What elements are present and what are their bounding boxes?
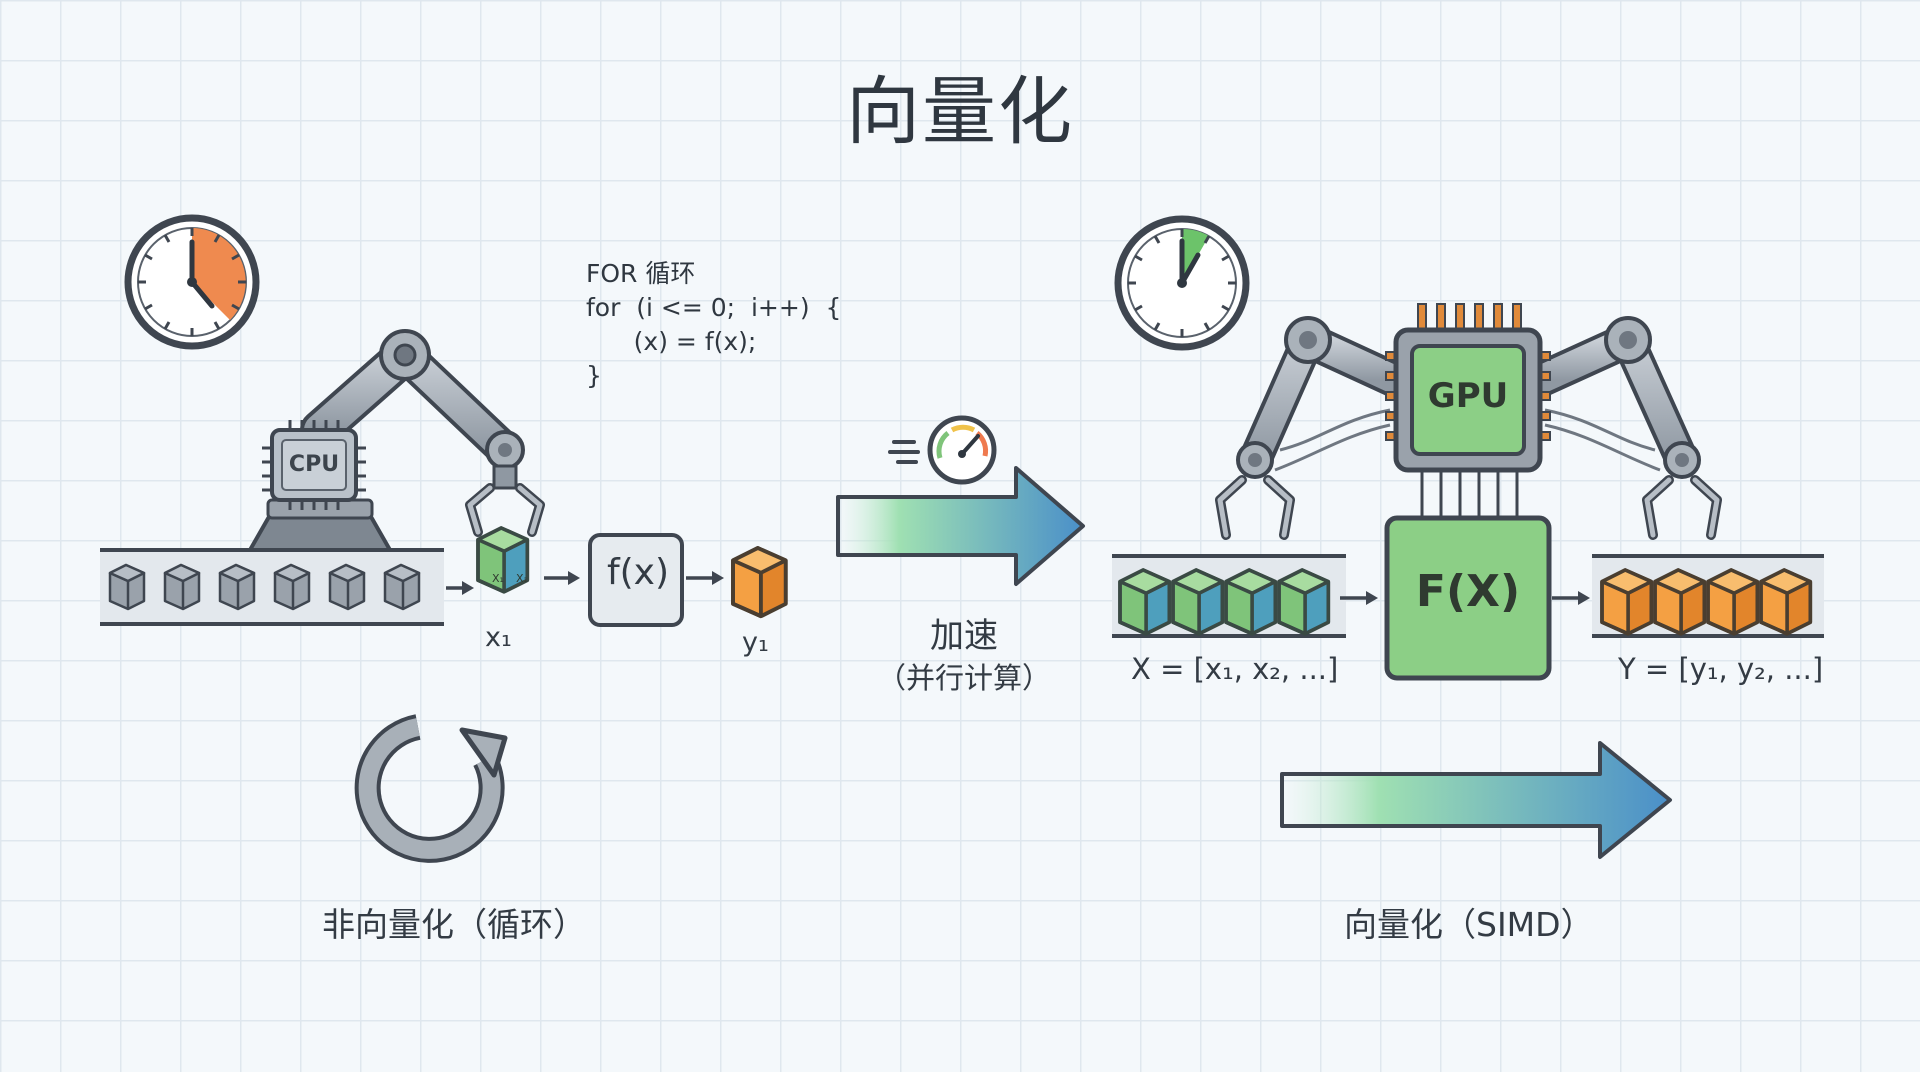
clock-fast-icon [1114, 215, 1250, 351]
non-vectorized-caption: 非向量化（循环） [322, 905, 586, 944]
input-vector-label: X = [x₁, x₂, ...] [1131, 652, 1339, 686]
vector-function-label: F(X) [1415, 566, 1521, 617]
gpu-chip-icon [1385, 303, 1551, 518]
function-box [588, 533, 684, 627]
speed-up-arrow [836, 466, 1085, 586]
parallel-compute-label: （并行计算） [876, 661, 1051, 695]
speedometer-icon [888, 415, 997, 485]
page-title: 向量化 [846, 69, 1074, 155]
gpu-label: GPU [1427, 376, 1509, 416]
loop-arrow-icon [354, 714, 508, 863]
code-line-4: } [586, 361, 602, 390]
conveyor-belt-left [100, 548, 444, 626]
flow-arrows-right [1340, 591, 1590, 605]
cube-label-side: X₁ [516, 572, 528, 585]
vectorized-speed-arrow [1280, 741, 1672, 859]
cube-label-front: X₁ [492, 572, 504, 585]
code-line-1: FOR 循环 [586, 259, 696, 288]
output-cube [731, 546, 788, 619]
vector-function-box [1384, 515, 1552, 681]
cpu-chip-icon [262, 420, 366, 510]
output-vector-label: Y = [y₁, y₂, ...] [1618, 652, 1824, 686]
speed-up-label: 加速 [930, 616, 998, 656]
output-y1-label: y₁ [742, 627, 769, 658]
for-loop-code: FOR 循环 for (i <= 0; i++) { (x) = f(x); } [586, 257, 841, 393]
flow-arrows-left [446, 571, 724, 595]
function-label: f(x) [606, 552, 670, 593]
input-x1-label: x₁ [485, 622, 512, 653]
code-line-3: (x) = f(x); [586, 327, 757, 356]
cpu-label: CPU [288, 452, 340, 477]
code-line-2: for (i <= 0; i++) { [586, 293, 842, 322]
robot-arm-cpu-icon [248, 329, 545, 552]
vectorized-caption: 向量化（SIMD） [1344, 905, 1594, 944]
clock-slow-icon [124, 214, 260, 350]
robot-arms-gpu-icon [1215, 316, 1722, 540]
